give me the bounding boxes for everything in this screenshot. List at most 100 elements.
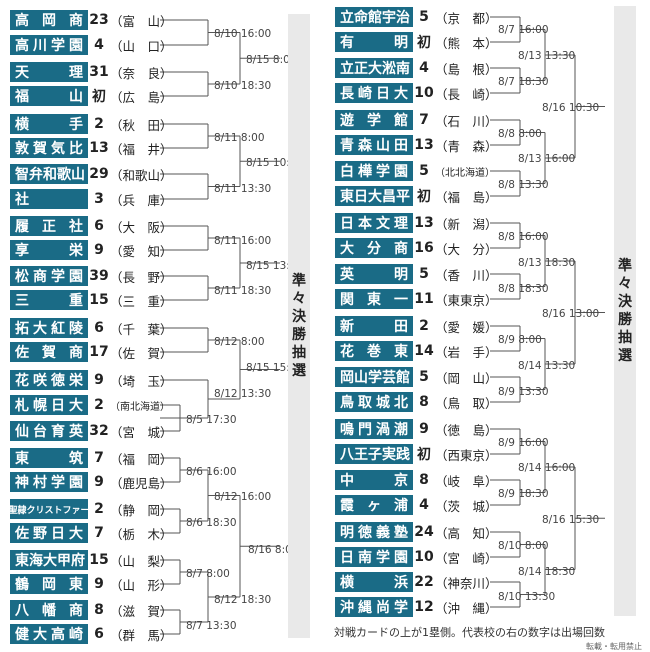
school-name: 東日大昌平 [335, 186, 413, 206]
appearance-count: 23 [89, 12, 109, 28]
appearance-count: 32 [89, 423, 109, 439]
match-schedule: 8/12 13:30 [214, 388, 272, 400]
quarterfinal-label-char: 抽 [618, 330, 632, 346]
match-schedule: 8/12 16:00 [214, 491, 272, 503]
match-schedule: 8/16 13:00 [542, 308, 600, 320]
school-name: 明徳義塾 [335, 522, 413, 542]
school-name: 岡山学芸館 [335, 367, 413, 387]
prefecture: （和歌山） [110, 167, 173, 183]
match-schedule: 8/9 18:30 [498, 488, 549, 500]
match-schedule: 8/11 8:00 [214, 132, 265, 144]
school-name: 八王子実践 [335, 444, 413, 464]
appearance-count: 6 [94, 320, 104, 336]
match-schedule: 8/11 18:30 [214, 285, 272, 297]
prefecture: （鹿児島） [110, 475, 173, 491]
appearance-count: 2 [419, 318, 429, 334]
appearance-count: 7 [94, 525, 104, 541]
school-name: 佐賀商 [10, 342, 88, 362]
school-name: 社 [10, 189, 88, 209]
prefecture: （三 重） [110, 293, 173, 309]
appearance-count: 6 [94, 218, 104, 234]
prefecture: （大 阪） [110, 219, 173, 235]
appearance-count: 5 [419, 369, 429, 385]
prefecture: （京 都） [435, 10, 498, 26]
appearance-count: 6 [94, 626, 104, 642]
match-schedule: 8/6 18:30 [186, 517, 237, 529]
match-schedule: 8/10 18:30 [214, 80, 272, 92]
school-name: 立命館宇治 [335, 7, 413, 27]
school-name: 拓大紅陵 [10, 318, 88, 338]
appearance-count: 39 [89, 268, 109, 284]
prefecture: （福 井） [110, 141, 173, 157]
appearance-count: 4 [419, 60, 429, 76]
appearance-count: 14 [414, 343, 434, 359]
school-name: 横浜 [335, 572, 413, 592]
match-schedule: 8/11 13:30 [214, 183, 272, 195]
prefecture: （富 山） [110, 13, 173, 29]
match-schedule: 8/13 13:30 [518, 50, 576, 62]
match-schedule: 8/7 8:00 [186, 568, 230, 580]
appearance-count: 10 [414, 549, 434, 565]
appearance-count: 16 [414, 240, 434, 256]
match-schedule: 8/8 18:30 [498, 283, 549, 295]
school-name: 神村学園 [10, 472, 88, 492]
appearance-count: 8 [419, 472, 429, 488]
prefecture: （長 野） [110, 269, 173, 285]
prefecture: （熊 本） [435, 35, 498, 51]
appearance-count: 4 [94, 37, 104, 53]
appearance-count: 29 [89, 166, 109, 182]
match-schedule: 8/7 16:00 [498, 24, 549, 36]
prefecture: （山 形） [110, 577, 173, 593]
right-quarterfinal-label: 準々決勝抽選 [614, 6, 636, 616]
prefecture: （山 口） [110, 38, 173, 54]
quarterfinal-label-char: 抽 [292, 345, 306, 361]
prefecture: （福 島） [435, 189, 498, 205]
prefecture: （長 崎） [435, 86, 498, 102]
match-schedule: 8/13 16:00 [518, 153, 576, 165]
match-schedule: 8/12 8:00 [214, 336, 265, 348]
school-name: 花巻東 [335, 341, 413, 361]
school-name: 霞ヶ浦 [335, 495, 413, 515]
school-name: 敦賀気比 [10, 138, 88, 158]
prefecture: （静 岡） [110, 502, 173, 518]
school-name: 青森山田 [335, 135, 413, 155]
prefecture: （沖 縄） [435, 600, 498, 616]
appearance-count: 11 [414, 291, 434, 307]
quarterfinal-label-char: 々 [618, 276, 632, 292]
appearance-count: 2 [94, 501, 104, 517]
prefecture: （奈 良） [110, 65, 173, 81]
prefecture: （滋 賀） [110, 603, 173, 619]
appearance-count: 2 [94, 116, 104, 132]
match-schedule: 8/12 18:30 [214, 594, 272, 606]
appearance-count: 9 [419, 421, 429, 437]
match-schedule: 8/9 13:30 [498, 386, 549, 398]
prefecture: （栃 木） [110, 526, 173, 542]
match-schedule: 8/14 18:30 [518, 566, 576, 578]
match-schedule: 8/16 15:30 [542, 514, 600, 526]
appearance-count: 9 [94, 372, 104, 388]
school-name: 享栄 [10, 240, 88, 260]
appearance-count: 4 [419, 497, 429, 513]
school-name: 大分商 [335, 238, 413, 258]
school-name: 東海大甲府 [10, 550, 88, 570]
appearance-count: 15 [89, 292, 109, 308]
prefecture: （山 梨） [110, 553, 173, 569]
school-name: 履正社 [10, 216, 88, 236]
match-schedule: 8/14 16:00 [518, 462, 576, 474]
prefecture: （神奈川） [435, 575, 498, 591]
